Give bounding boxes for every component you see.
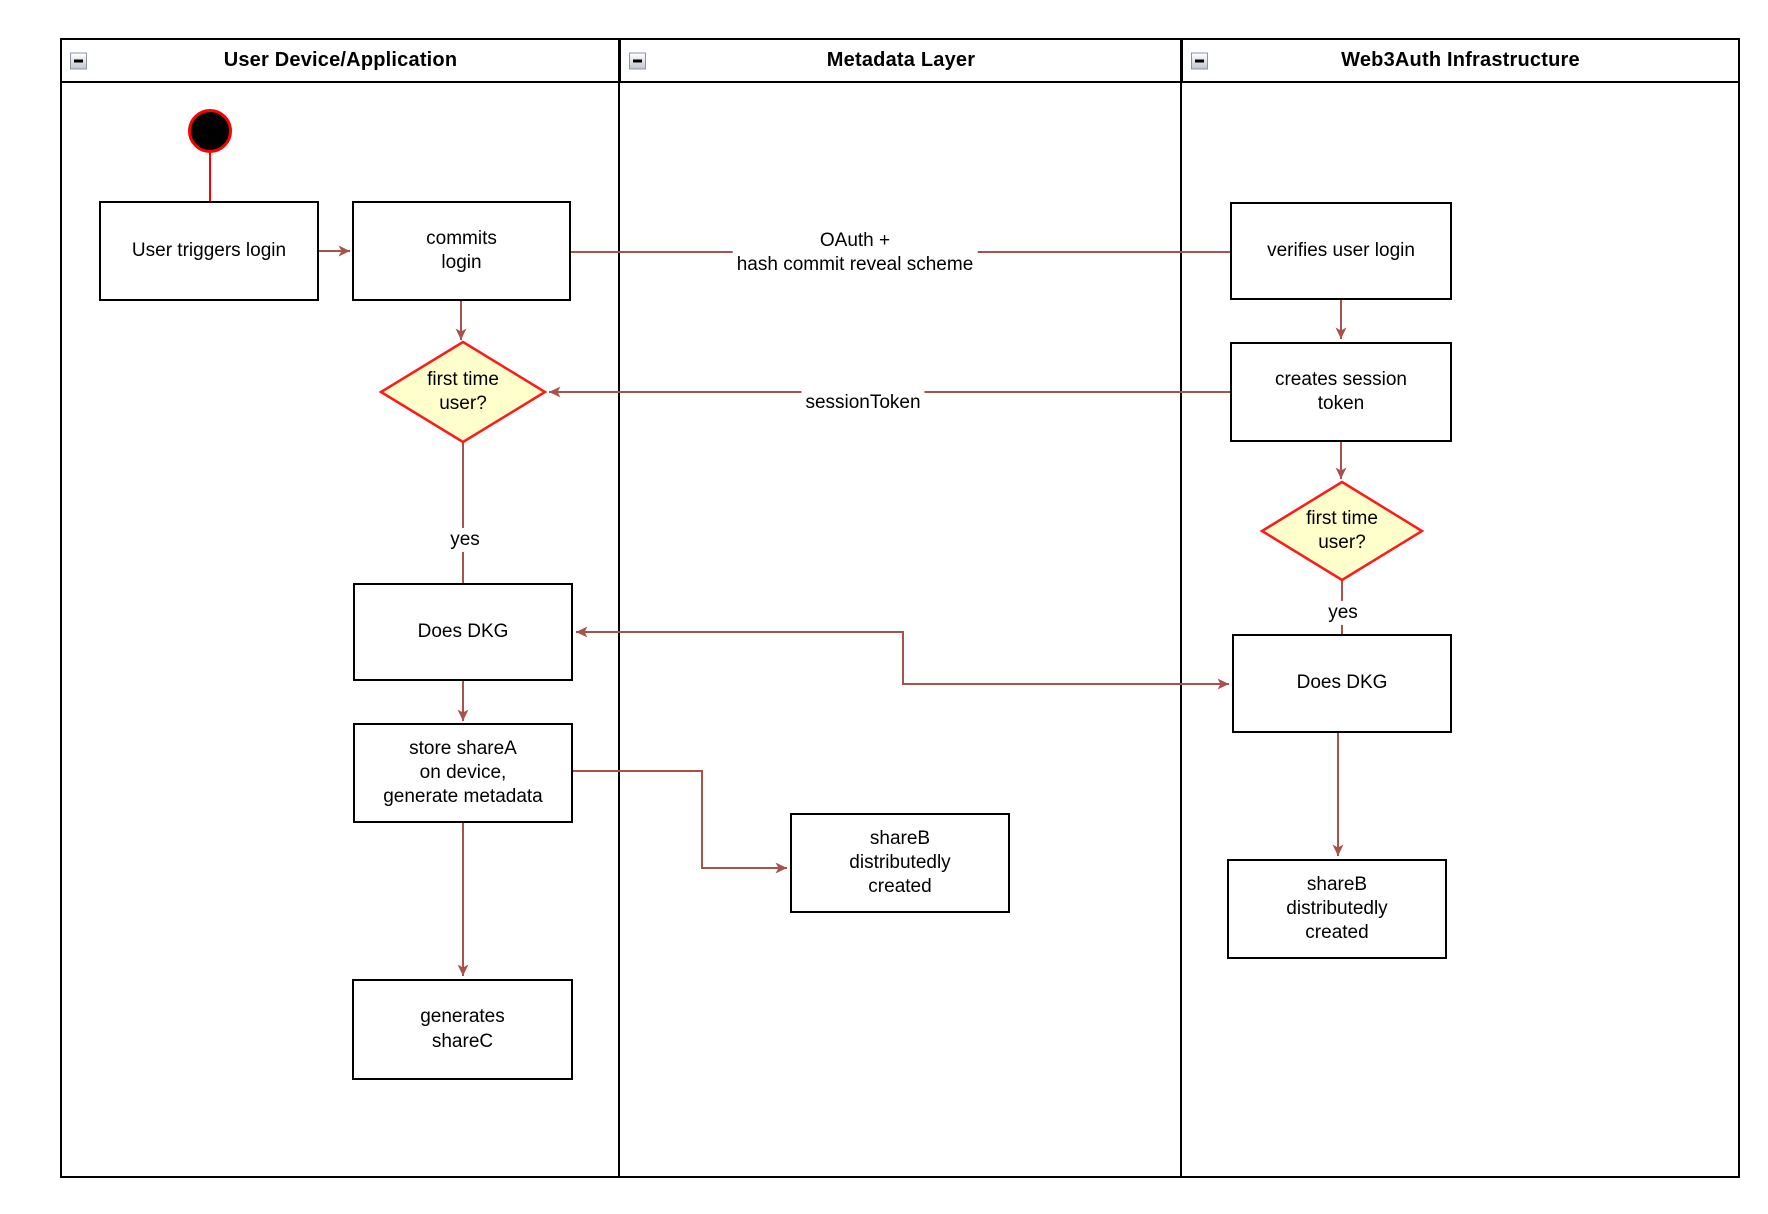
minus-icon [74, 59, 83, 62]
edge-dkg-bidirectional[interactable] [576, 626, 1229, 690]
node-verifies-user-login[interactable]: verifies user login [1230, 202, 1452, 300]
lane-header-metadata-layer: Metadata Layer [619, 40, 1181, 81]
lane-divider-1 [618, 38, 620, 1178]
node-label: creates session token [1274, 368, 1407, 414]
collapse-lane-user-device-button[interactable] [70, 52, 87, 69]
swimlane-pool [60, 38, 1740, 1178]
node-label: shareB distributedly created [1286, 873, 1388, 944]
node-store-sharea[interactable]: store shareA on device, generate metadat… [353, 723, 573, 823]
minus-icon [633, 59, 642, 62]
decision-first-time-user-infra[interactable] [1259, 480, 1425, 582]
lane-header-user-device: User Device/Application [62, 40, 619, 81]
lane-header-web3auth-infra: Web3Auth Infrastructure [1181, 40, 1738, 81]
node-label: Does DKG [417, 620, 509, 642]
decision-first-time-user-device[interactable] [378, 340, 548, 444]
edge-label-oauth: OAuth + hash commit reveal scheme [732, 228, 978, 278]
lane-title-user-device: User Device/Application [223, 49, 458, 71]
pool-header: User Device/Application Metadata Layer W… [60, 38, 1740, 83]
lane-divider-2 [1180, 38, 1182, 1178]
node-label: shareB distributedly created [849, 827, 951, 898]
decision-label-first-time-user-infra: first time user? [1306, 507, 1378, 553]
node-label: Does DKG [1296, 672, 1388, 694]
lane-title-metadata-layer: Metadata Layer [826, 49, 976, 71]
edge-label-session-token: sessionToken [801, 390, 925, 416]
edge-store-to-shareb-metadata[interactable] [573, 770, 787, 874]
minus-icon [1195, 59, 1204, 62]
node-creates-session-token[interactable]: creates session token [1230, 342, 1452, 442]
node-user-triggers-login[interactable]: User triggers login [99, 201, 319, 301]
node-label: store shareA on device, generate metadat… [383, 737, 543, 808]
collapse-lane-metadata-button[interactable] [629, 52, 646, 69]
node-shareb-metadata[interactable]: shareB distributedly created [790, 813, 1010, 913]
node-label: verifies user login [1267, 239, 1415, 261]
node-commits-login[interactable]: commits login [352, 201, 571, 301]
node-does-dkg-device[interactable]: Does DKG [353, 583, 573, 681]
node-generates-sharec[interactable]: generates shareC [352, 979, 573, 1080]
decision-label-first-time-user-device: first time user? [427, 368, 499, 414]
node-label: generates shareC [420, 1006, 505, 1052]
edge-label-yes-infra: yes [1324, 600, 1362, 626]
edge-label-yes-device: yes [446, 527, 484, 553]
node-does-dkg-infra[interactable]: Does DKG [1232, 634, 1452, 733]
node-label: User triggers login [131, 239, 287, 261]
node-shareb-infra[interactable]: shareB distributedly created [1227, 859, 1447, 959]
start-node[interactable] [188, 109, 232, 153]
collapse-lane-web3auth-button[interactable] [1191, 52, 1208, 69]
lane-title-web3auth-infra: Web3Auth Infrastructure [1341, 49, 1580, 71]
node-label: commits login [426, 227, 497, 273]
